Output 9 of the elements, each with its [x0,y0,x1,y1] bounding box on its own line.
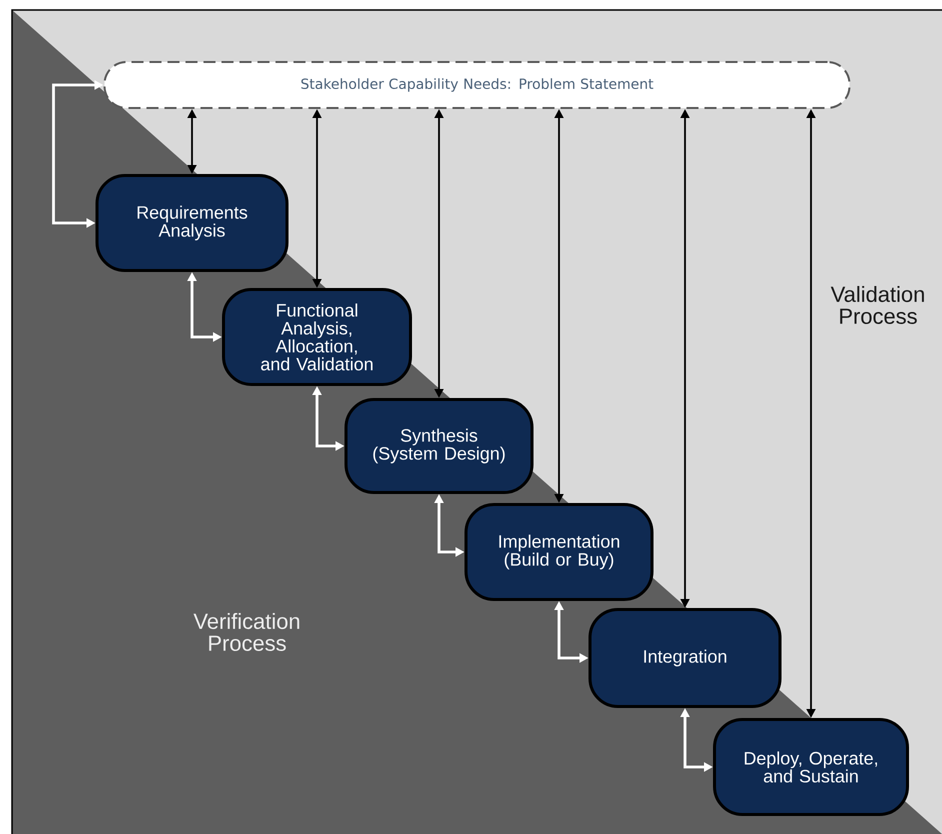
process-box: Synthesis (System Design) [344,398,534,494]
process-box: Integration [588,608,782,708]
process-label: Validation Process [830,286,924,324]
process-label: Verification Process [194,612,300,651]
process-box: Deploy, Operate, and Sustain [713,718,909,816]
problem-statement-box: Stakeholder Capability Needs: Problem Statement [104,61,850,109]
process-box: Implementation (Build or Buy) [464,503,654,601]
process-box: Requirements Analysis [96,174,288,272]
process-box: Functional Analysis, Allocation, and Validation [222,288,412,386]
